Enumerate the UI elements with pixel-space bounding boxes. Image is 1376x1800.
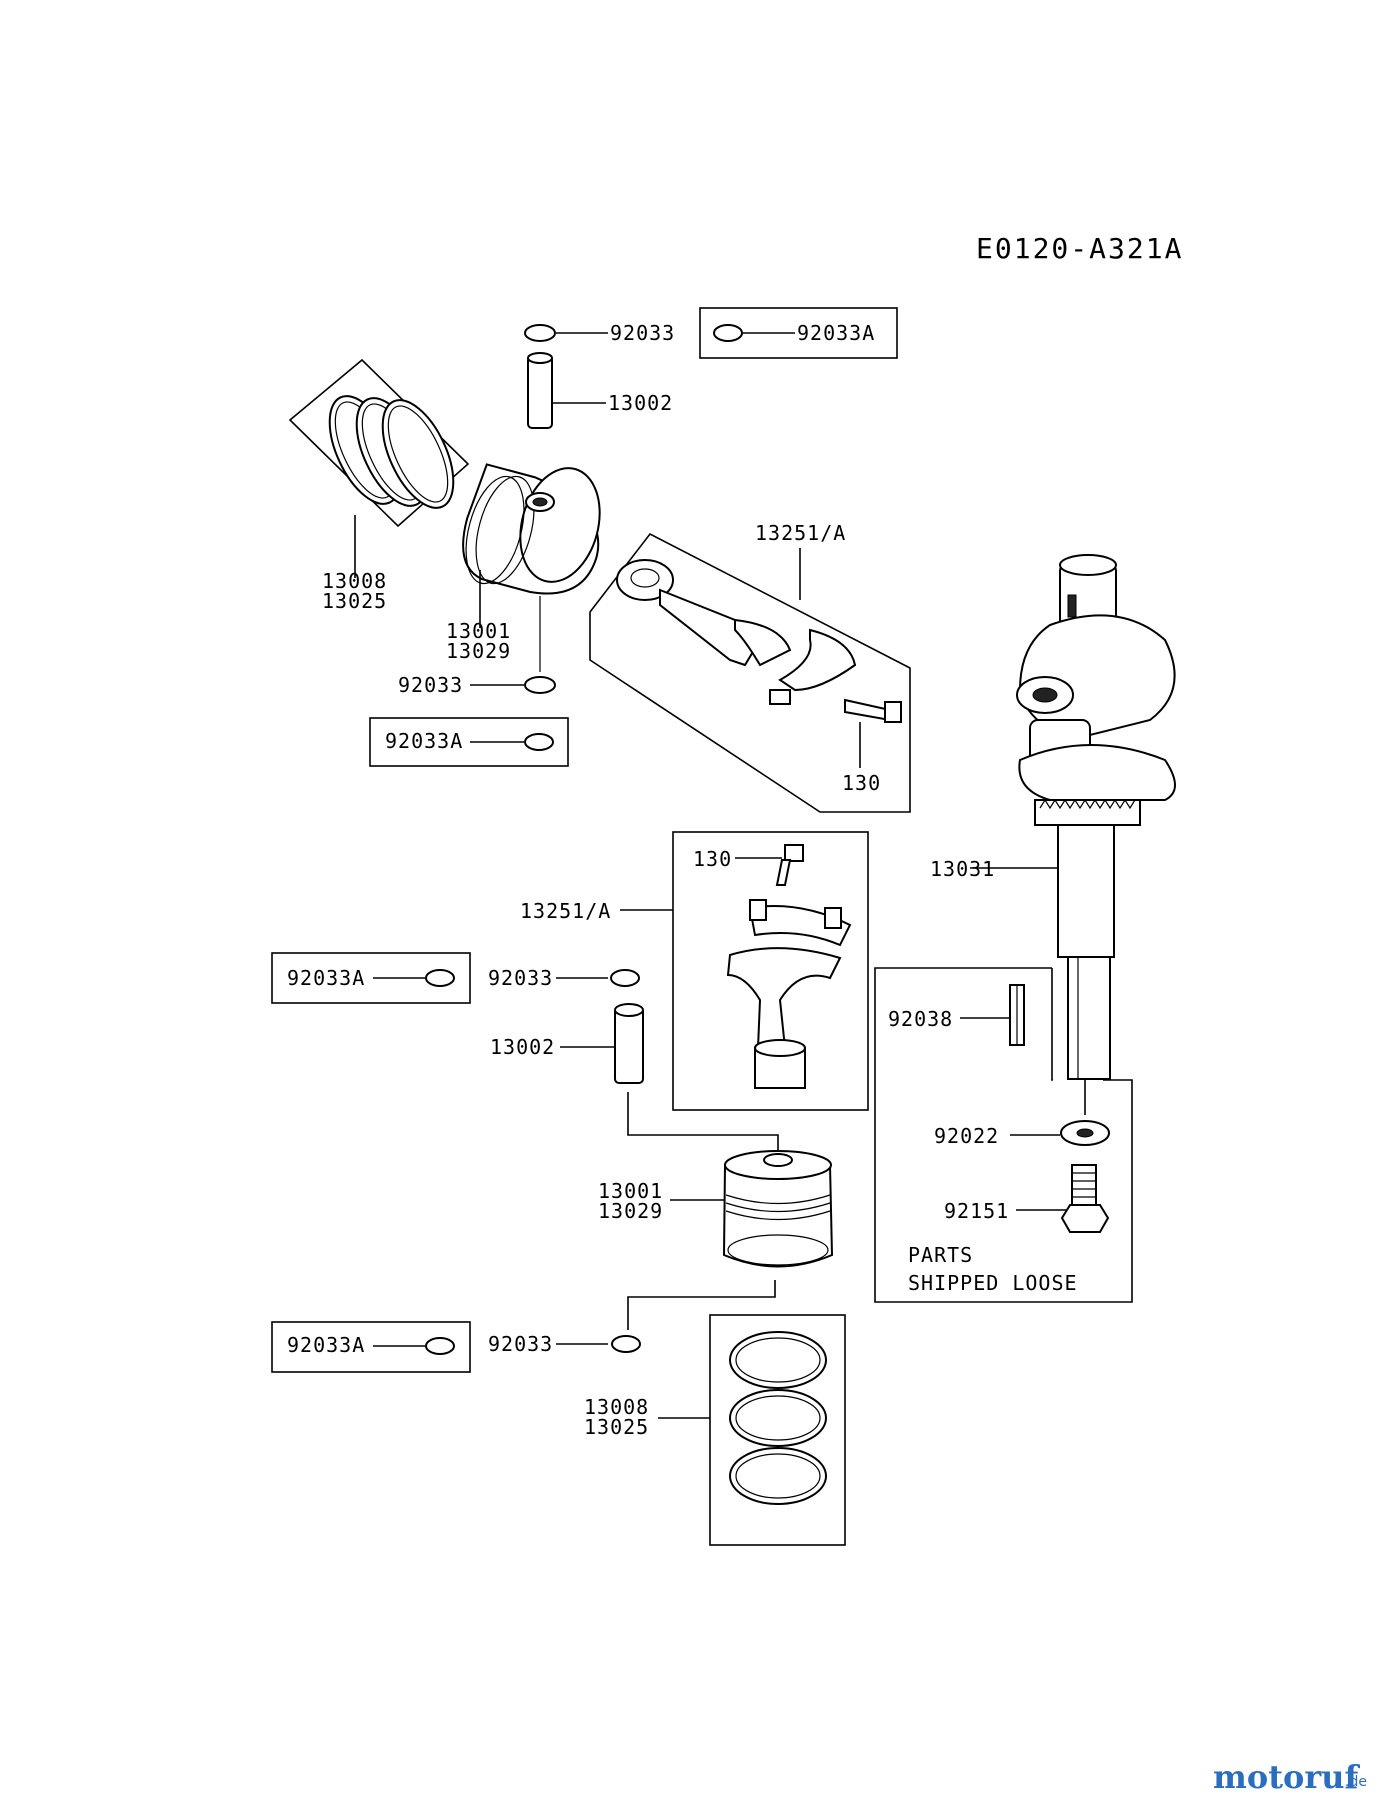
part-label-92033A[interactable]: 92033A bbox=[797, 321, 875, 345]
shipped-loose-note-line2: SHIPPED LOOSE bbox=[908, 1271, 1078, 1295]
part-label-13008[interactable]: 13008 bbox=[322, 569, 387, 593]
bolt-icon bbox=[844, 698, 902, 723]
part-label-92033A[interactable]: 92033A bbox=[287, 966, 365, 990]
part-label-13031[interactable]: 13031 bbox=[930, 857, 995, 881]
circlip-icon bbox=[713, 324, 743, 342]
alt-part-box bbox=[369, 717, 569, 767]
circlip-icon bbox=[611, 1335, 641, 1353]
part-label-13002[interactable]: 13002 bbox=[490, 1035, 555, 1059]
part-label-13029[interactable]: 13029 bbox=[598, 1199, 663, 1223]
piston-ring-icon bbox=[328, 395, 455, 509]
conrod-box bbox=[672, 831, 869, 1111]
key-icon bbox=[1009, 984, 1025, 1046]
circlip-icon bbox=[524, 324, 556, 342]
piston-ring-icon bbox=[729, 1331, 827, 1505]
part-label-13008[interactable]: 13008 bbox=[584, 1395, 649, 1419]
alt-part-box bbox=[271, 1321, 471, 1373]
piston-icon bbox=[462, 463, 601, 595]
diagram-code: E0120-A321A bbox=[976, 232, 1183, 265]
part-label-130[interactable]: 130 bbox=[842, 771, 881, 795]
part-label-92022[interactable]: 92022 bbox=[934, 1124, 999, 1148]
connecting-rod-icon bbox=[616, 559, 857, 705]
part-label-13025[interactable]: 13025 bbox=[322, 589, 387, 613]
part-label-92033[interactable]: 92033 bbox=[488, 966, 553, 990]
part-label-92033A[interactable]: 92033A bbox=[385, 729, 463, 753]
watermark-logo: motoruf bbox=[1213, 1758, 1360, 1796]
crankshaft-icon bbox=[1016, 554, 1176, 1080]
part-label-92033[interactable]: 92033 bbox=[610, 321, 675, 345]
bolt-icon bbox=[1060, 1164, 1110, 1233]
part-label-92033[interactable]: 92033 bbox=[398, 673, 463, 697]
rings-box bbox=[709, 1314, 846, 1546]
part-label-13025[interactable]: 13025 bbox=[584, 1415, 649, 1439]
part-label-92033A[interactable]: 92033A bbox=[287, 1333, 365, 1357]
part-label-13251A[interactable]: 13251/A bbox=[520, 899, 611, 923]
circlip-icon bbox=[610, 969, 640, 987]
watermark-suffix: .de bbox=[1345, 1774, 1367, 1790]
part-label-92033[interactable]: 92033 bbox=[488, 1332, 553, 1356]
part-label-13251A[interactable]: 13251/A bbox=[755, 521, 846, 545]
part-label-13029[interactable]: 13029 bbox=[446, 639, 511, 663]
circlip-icon bbox=[524, 676, 556, 694]
connecting-rod-icon bbox=[726, 899, 852, 1089]
bolt-icon bbox=[775, 844, 804, 886]
part-label-13001[interactable]: 13001 bbox=[446, 619, 511, 643]
piston-icon bbox=[722, 1150, 834, 1268]
alt-part-box bbox=[699, 307, 898, 359]
washer-icon bbox=[1060, 1120, 1110, 1146]
circlip-icon bbox=[524, 733, 554, 751]
shipped-loose-box bbox=[874, 967, 1133, 1303]
piston-pin-icon bbox=[527, 352, 553, 429]
shipped-loose-note-line1: PARTS bbox=[908, 1243, 973, 1267]
part-label-130[interactable]: 130 bbox=[693, 847, 732, 871]
circlip-icon bbox=[425, 1337, 455, 1355]
piston-pin-icon bbox=[614, 1003, 644, 1084]
part-label-13002[interactable]: 13002 bbox=[608, 391, 673, 415]
part-label-92038[interactable]: 92038 bbox=[888, 1007, 953, 1031]
circlip-icon bbox=[425, 969, 455, 987]
part-label-13001[interactable]: 13001 bbox=[598, 1179, 663, 1203]
part-label-92151[interactable]: 92151 bbox=[944, 1199, 1009, 1223]
conrod-box bbox=[589, 532, 911, 813]
alt-part-box bbox=[271, 952, 471, 1004]
